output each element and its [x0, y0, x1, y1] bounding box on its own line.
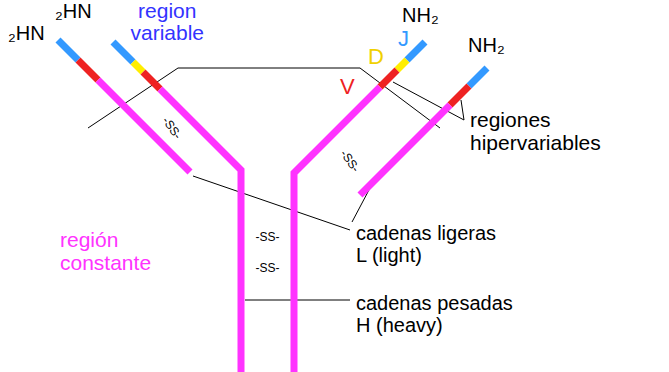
light-chain — [98, 80, 190, 172]
region-label: region variable — [120, 0, 215, 44]
disulfide-bond: -SS- — [159, 114, 184, 142]
d-segment — [133, 62, 143, 72]
chain-label: cadenas pesadas H (heavy) — [356, 292, 522, 336]
leader-line — [461, 100, 464, 120]
terminal-label: NH₂ — [468, 34, 505, 57]
segment-letter: J — [398, 26, 409, 51]
d-segment — [397, 60, 407, 70]
terminal-label: ₂HN — [55, 0, 92, 23]
v-segment — [380, 70, 397, 87]
region-label: región constante — [60, 228, 165, 274]
disulfide-bond: -SS- — [256, 261, 280, 275]
chain-label: cadenas ligeras L (light) — [356, 222, 504, 266]
disulfide-bond: -SS- — [256, 230, 280, 244]
v-segment — [143, 72, 160, 89]
light-chain — [360, 105, 450, 195]
j-segment — [113, 42, 133, 62]
j-segment — [58, 40, 78, 60]
v-segment — [78, 60, 98, 80]
v-segment — [450, 86, 469, 105]
segment-letter: V — [340, 74, 355, 99]
region-label: regiones hipervariables — [470, 108, 617, 154]
j-segment — [469, 68, 487, 86]
heavy-chain — [160, 89, 241, 372]
j-segment — [407, 42, 425, 60]
segment-letter: D — [368, 44, 384, 69]
leader-line — [193, 176, 350, 230]
disulfide-bond: -SS- — [337, 147, 362, 175]
terminal-label: ₂HN — [8, 22, 45, 45]
terminal-label: NH₂ — [402, 4, 439, 27]
